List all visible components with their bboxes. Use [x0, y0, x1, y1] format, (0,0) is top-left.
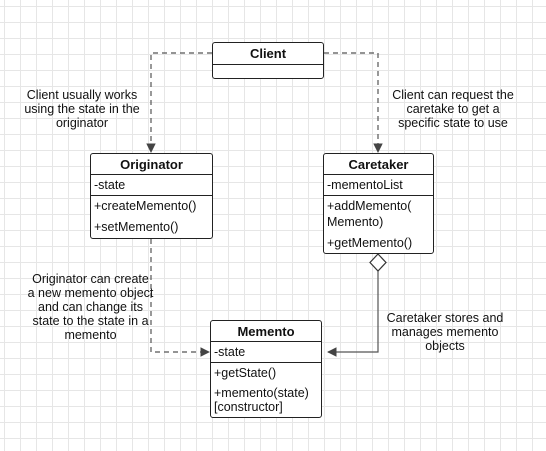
- aggregation-diamond: [369, 253, 387, 272]
- note-client-originator: Client usually works using the state in …: [24, 88, 140, 130]
- note-originator-memento: Originator can create a new memento obje…: [27, 272, 154, 342]
- memento-method-get-state: +getState(): [214, 366, 277, 380]
- originator-class-name: Originator: [91, 154, 212, 175]
- originator-method-set-memento: +setMemento(): [94, 220, 179, 234]
- memento-class-name: Memento: [211, 321, 321, 342]
- client-class-name: Client: [213, 43, 323, 65]
- memento-method-constructor: +memento(state) [constructor]: [214, 386, 309, 414]
- note-client-caretaker: Client can request the caretake to get a…: [392, 88, 514, 130]
- caretaker-method-add-memento: +addMemento( Memento): [327, 199, 412, 229]
- memento-methods: +getState() +memento(state) [constructor…: [211, 363, 321, 416]
- originator-method-create-memento: +createMemento(): [94, 199, 197, 213]
- memento-class[interactable]: Memento -state +getState() +memento(stat…: [210, 320, 322, 418]
- caretaker-memento-aggregation: [327, 271, 379, 357]
- memento-attributes: -state: [211, 342, 321, 363]
- originator-attribute-state: -state: [94, 178, 126, 192]
- caretaker-class-name: Caretaker: [324, 154, 433, 175]
- note-caretaker-memento: Caretaker stores and manages memento obj…: [386, 311, 504, 353]
- originator-class[interactable]: Originator -state +createMemento() +setM…: [90, 153, 213, 239]
- client-originator-dependency: [146, 52, 212, 153]
- originator-attributes: -state: [91, 175, 212, 196]
- caretaker-class[interactable]: Caretaker -mementoList +addMemento( Meme…: [323, 153, 434, 254]
- originator-memento-dependency: [150, 239, 210, 357]
- originator-methods: +createMemento() +setMemento(): [91, 196, 212, 237]
- client-class[interactable]: Client: [212, 42, 324, 79]
- client-caretaker-dependency: [324, 52, 383, 153]
- memento-attribute-state: -state: [214, 345, 246, 359]
- caretaker-method-get-memento: +getMemento(): [327, 236, 413, 250]
- caretaker-attributes: -mementoList: [324, 175, 433, 196]
- caretaker-methods: +addMemento( Memento) +getMemento(): [324, 196, 433, 253]
- caretaker-attribute-memento-list: -mementoList: [327, 178, 403, 192]
